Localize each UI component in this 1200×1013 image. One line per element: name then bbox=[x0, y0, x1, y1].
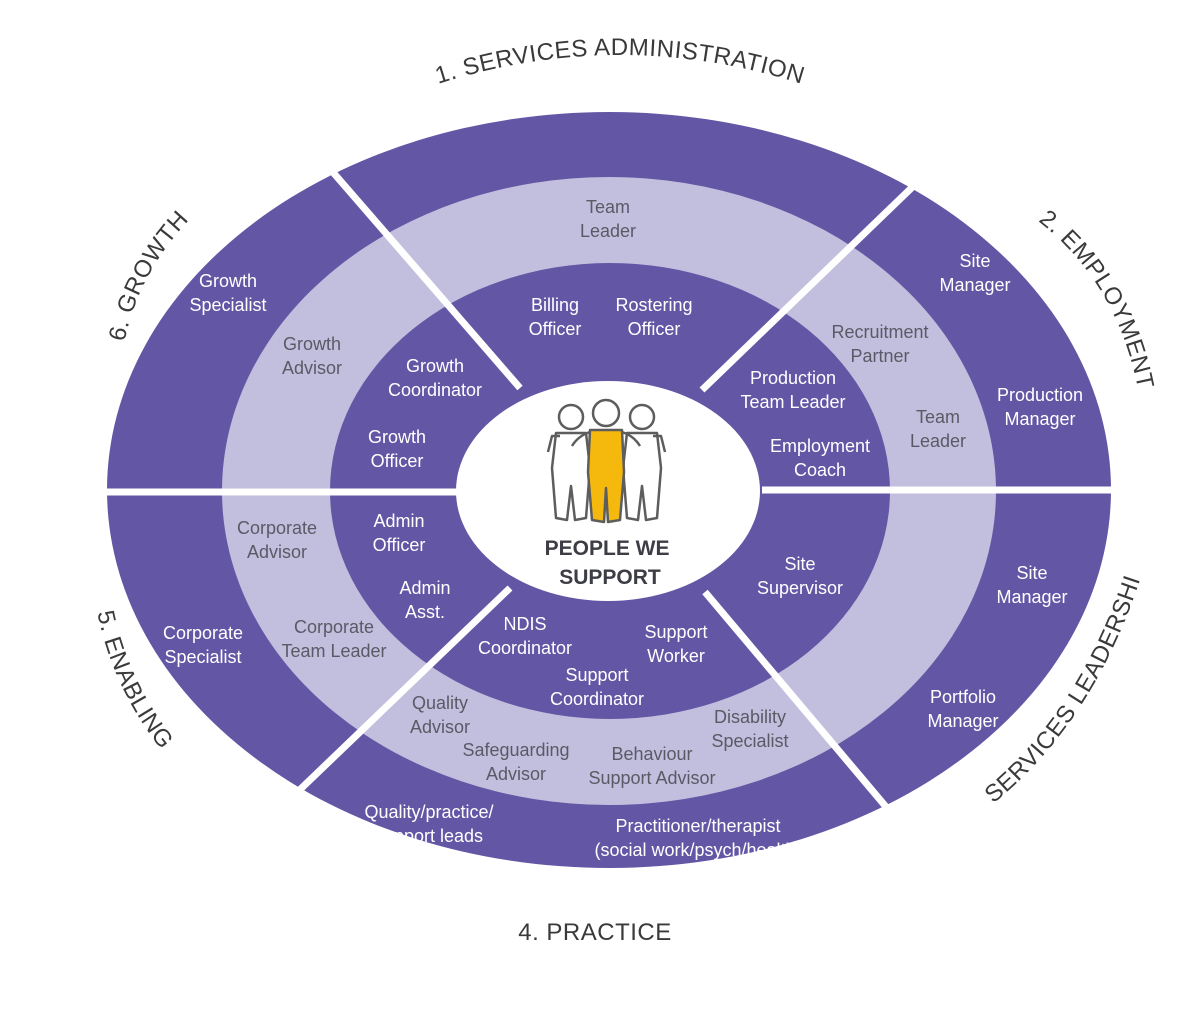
divider-lower-left bbox=[283, 585, 513, 806]
figure-highlight bbox=[586, 428, 626, 524]
section-title-practice: 4. PRACTICE bbox=[518, 919, 672, 946]
divider-upper-right bbox=[699, 169, 931, 393]
role-label: Practitioner/therapist(social work/psych… bbox=[594, 816, 801, 860]
center-title: PEOPLE WE SUPPORT bbox=[545, 537, 676, 589]
section-title-services-administration: 1. SERVICES ADMINISTRATION bbox=[432, 34, 808, 90]
divider-lower-right bbox=[702, 589, 906, 830]
people-group-icon bbox=[546, 398, 667, 524]
divider-upper-left bbox=[315, 152, 523, 391]
role-label: Quality/practice/support leads bbox=[364, 802, 493, 846]
